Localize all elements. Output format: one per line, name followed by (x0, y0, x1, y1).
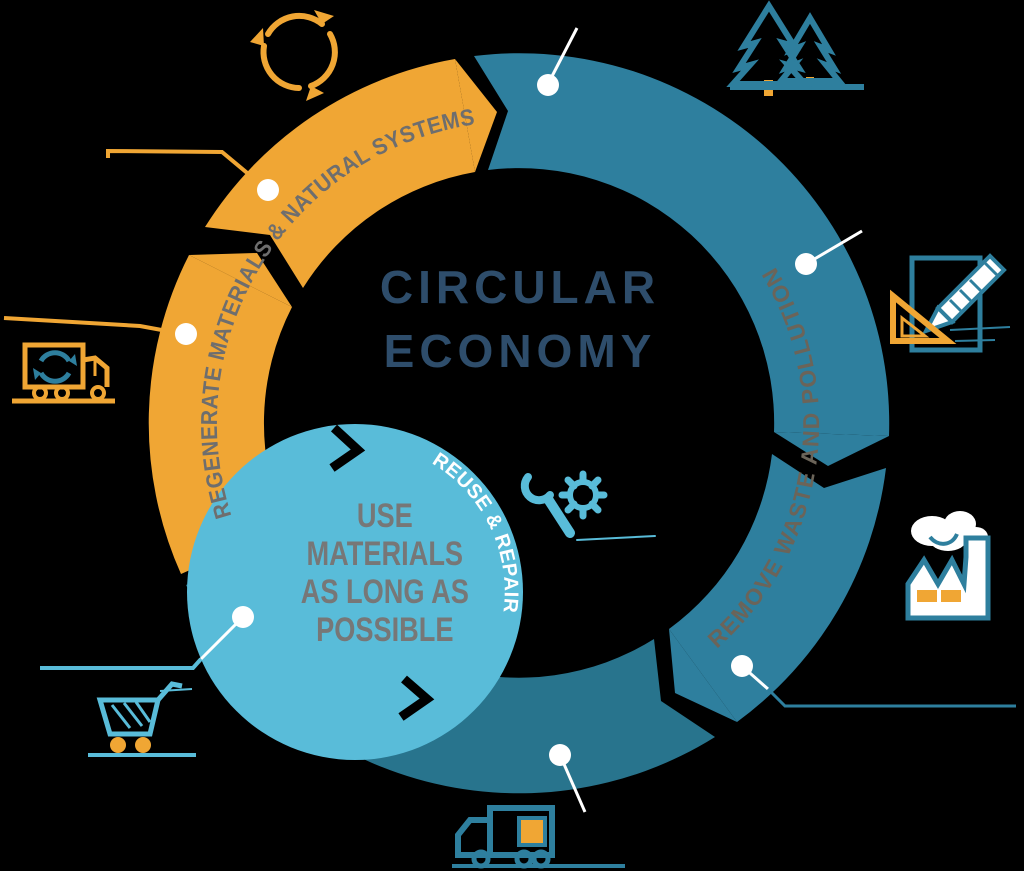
factory-smoke-icon (905, 511, 991, 621)
wrench-handle (543, 494, 575, 538)
callout-dot-cart (232, 606, 254, 628)
callout-dot-truck (549, 744, 571, 766)
cart-handle (156, 681, 183, 702)
callout-line-trees (546, 27, 579, 85)
pencil-body (935, 253, 1007, 325)
pencil-eraser (982, 260, 999, 277)
materials-line: MATERIALS (307, 534, 464, 573)
paper (909, 255, 983, 353)
possible-line: POSSIBLE (316, 610, 453, 649)
ring-segment-remove-right (669, 454, 886, 722)
callouts (3, 27, 1016, 813)
truck-cab (80, 355, 110, 387)
shopping-cart-icon (88, 681, 196, 757)
recycle-arrows-icon (250, 10, 338, 101)
cart-basket (96, 697, 162, 737)
callout-dot-design (795, 253, 817, 275)
use-line: USE (357, 496, 413, 535)
circle-arrow-notch-top (329, 424, 366, 472)
ring-segment-remove-top (474, 53, 890, 466)
page-title: CIRCULAR ECONOMY (380, 261, 660, 377)
set-square (890, 289, 957, 344)
cart-wheel (135, 737, 151, 753)
recycle-mark (33, 350, 77, 384)
cargo-box (517, 816, 547, 847)
callout-line-regenerate-left (3, 316, 179, 335)
callout-dot-trees (537, 74, 559, 96)
factory-window (941, 590, 961, 602)
callout-line-cart (40, 657, 203, 670)
factory-window (917, 590, 937, 602)
title-line-2: ECONOMY (384, 325, 657, 377)
wrench-and-gear-icon (520, 470, 656, 541)
cart-wheel (110, 737, 126, 753)
gear-teeth (558, 470, 608, 520)
callout-line-regenerate-top (106, 148, 266, 189)
callout-line-factory (766, 687, 1016, 708)
title-line-1: CIRCULAR (380, 261, 660, 313)
inner-use-materials-circle (187, 424, 523, 760)
truck-cab (455, 817, 490, 858)
as-long-as-line: AS LONG AS (301, 572, 469, 611)
callout-dot-regenerate-left (175, 323, 197, 345)
recycling-truck-icon (12, 342, 115, 404)
callout-dot-regenerate-top (257, 179, 279, 201)
delivery-truck-icon (452, 805, 625, 869)
pine-trees-icon (726, 0, 864, 96)
paper-pencil-setsquare-icon (890, 253, 1011, 353)
callout-dot-factory (731, 655, 753, 677)
use-materials-label: USE MATERIALS AS LONG AS POSSIBLE (301, 496, 469, 649)
circle-arrow-notch-bottom (398, 675, 435, 721)
smoke-cloud (911, 511, 988, 551)
